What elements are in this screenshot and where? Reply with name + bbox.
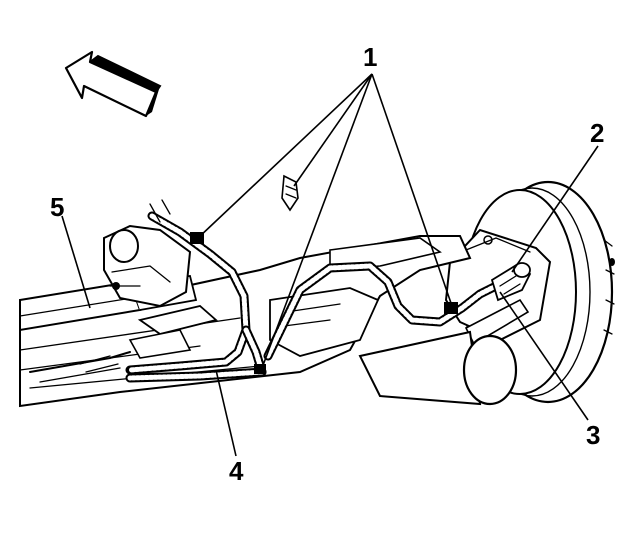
callout-5: 5 xyxy=(50,192,64,222)
forward-arrow-icon xyxy=(64,50,162,118)
harness-clips xyxy=(190,174,458,374)
leader-lines xyxy=(61,73,599,457)
callout-3: 3 xyxy=(586,420,600,450)
wheel-speed-sensor xyxy=(490,262,532,302)
axle-tube-end xyxy=(358,330,518,406)
callout-4: 4 xyxy=(229,456,244,486)
callout-2: 2 xyxy=(590,118,604,148)
brake-junction-block xyxy=(103,224,218,359)
callout-1: 1 xyxy=(363,42,377,72)
brake-lines xyxy=(29,351,131,383)
